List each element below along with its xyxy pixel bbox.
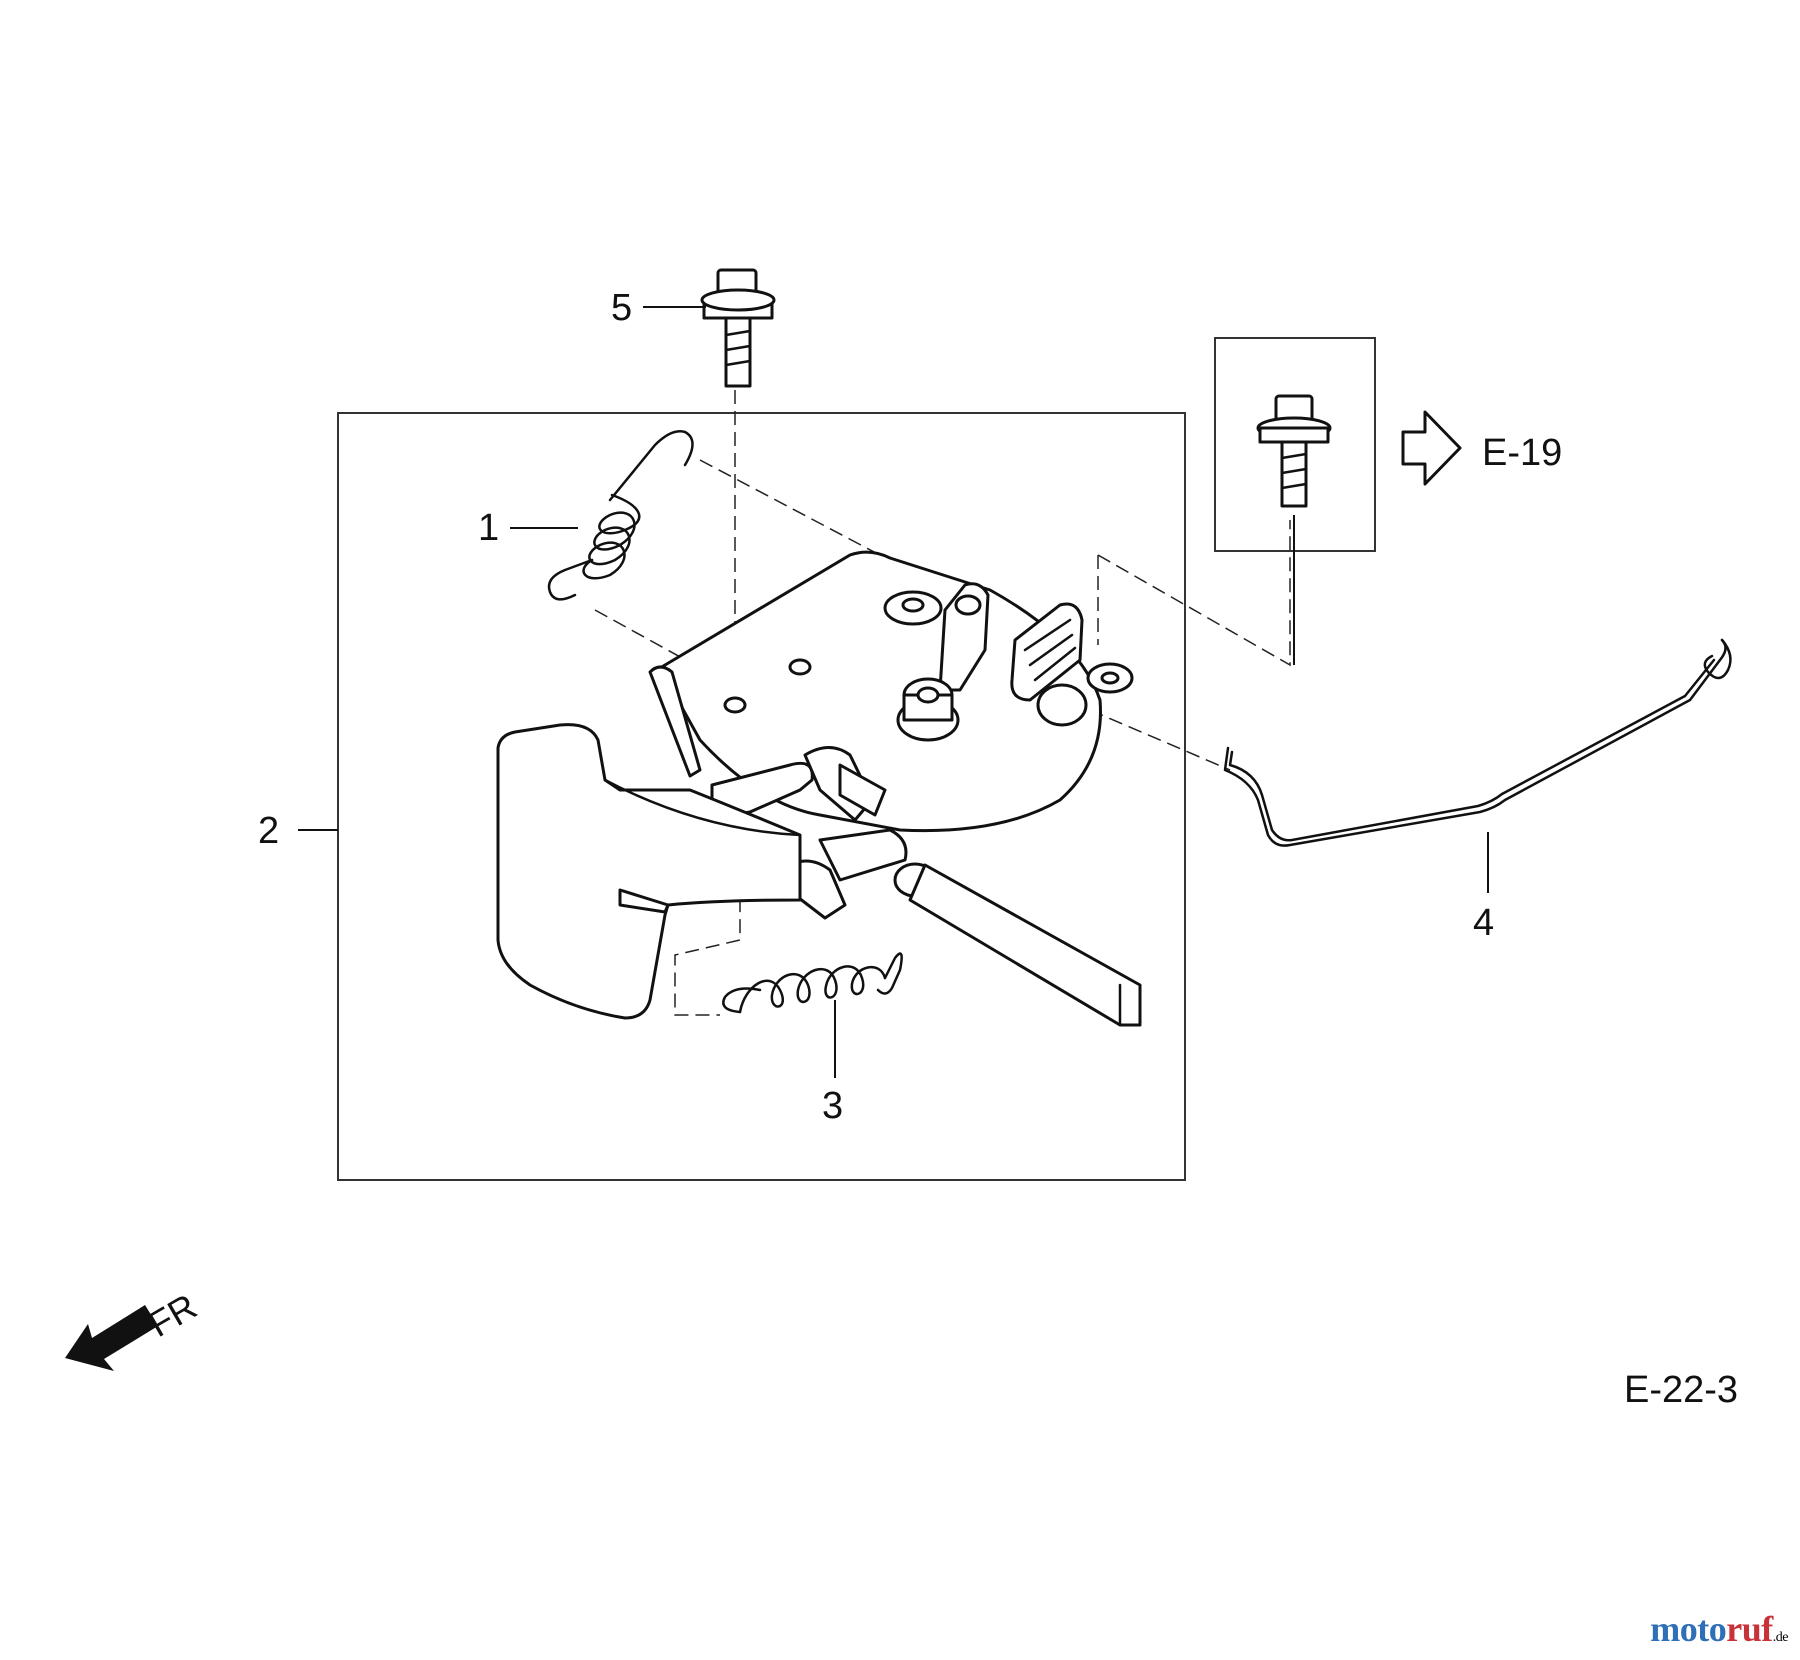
reference-arrow-icon <box>1401 410 1462 486</box>
callout-2: 2 <box>258 810 279 852</box>
callout-5: 5 <box>611 287 632 329</box>
flange-bolt-part-5 <box>700 268 776 388</box>
throttle-assembly-part-2 <box>648 550 1142 1027</box>
spring-part-1 <box>547 430 694 601</box>
inset-bolt <box>1256 394 1332 508</box>
lever-cover <box>496 723 802 1020</box>
control-rod-part-4 <box>1223 638 1732 847</box>
callout-1: 1 <box>478 507 499 549</box>
diagram-code: E-22-3 <box>1624 1369 1738 1411</box>
spring-part-3 <box>722 952 903 1014</box>
front-direction-label: FR <box>142 1285 204 1345</box>
assembly-frame <box>337 412 1186 1181</box>
inset-reference: E-19 <box>1482 432 1562 474</box>
callout-4: 4 <box>1473 902 1494 944</box>
watermark-logo: motoruf.de <box>1650 1609 1788 1649</box>
callout-3: 3 <box>822 1085 843 1127</box>
front-direction-arrow-icon <box>65 1305 158 1371</box>
leader-lines <box>298 306 1489 1078</box>
